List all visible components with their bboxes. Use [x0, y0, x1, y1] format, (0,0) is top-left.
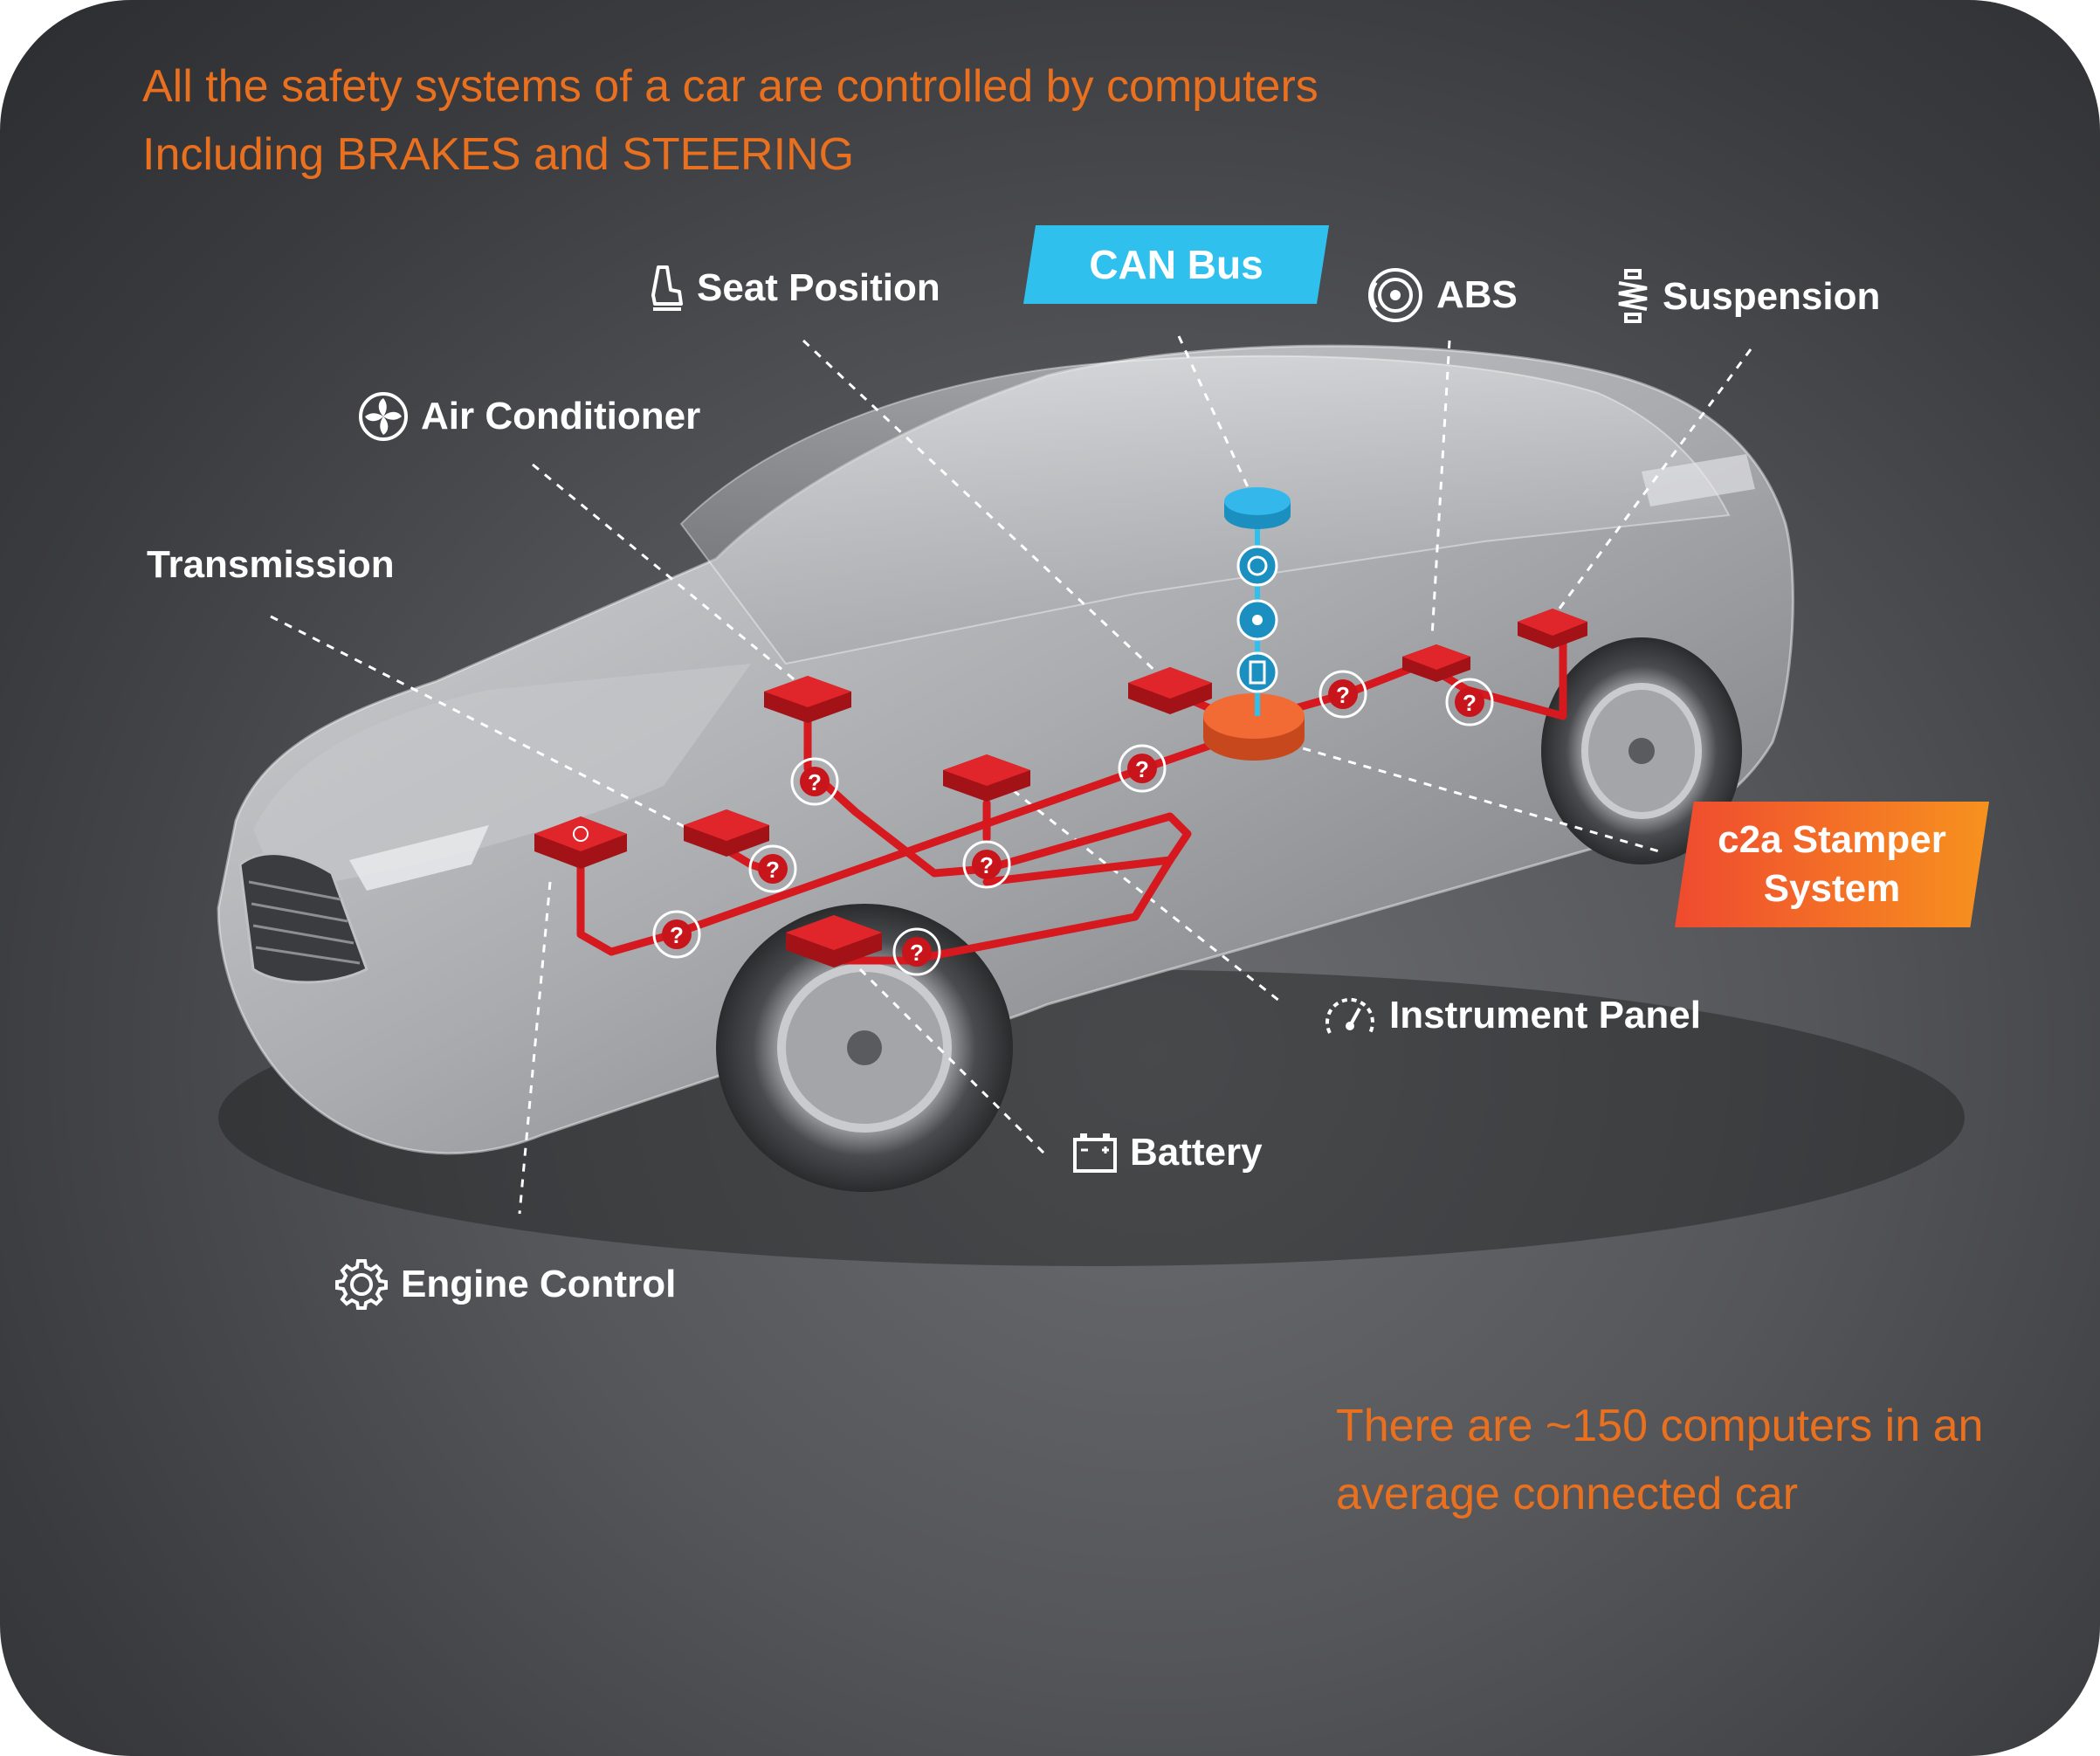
can-bus-stack [1224, 487, 1291, 716]
ecu-battery [786, 915, 882, 968]
svg-text:?: ? [980, 852, 994, 878]
svg-text:?: ? [670, 922, 684, 948]
leader-lines [270, 335, 1752, 1215]
rear-wheel [1541, 637, 1742, 864]
label-transmission: Transmission [147, 543, 395, 587]
abs-text: ABS [1436, 273, 1518, 316]
battery-icon [1073, 1133, 1117, 1173]
label-abs: ABS [1367, 266, 1518, 324]
gauge-icon [1325, 997, 1374, 1034]
ecu-suspension [1518, 609, 1587, 649]
label-air-conditioner: Air Conditioner [358, 391, 700, 442]
abs-brake-icon [1368, 268, 1422, 322]
svg-text:?: ? [766, 857, 780, 883]
front-wheel [716, 904, 1013, 1192]
seat-position-text: Seat Position [697, 266, 940, 309]
unknown-node: ? [1319, 670, 1367, 719]
unknown-node: ? [962, 840, 1011, 889]
ecu-transmission [684, 809, 769, 857]
top-caption-line-1: All the safety systems of a car are cont… [142, 61, 1319, 112]
right-headlight [1642, 454, 1755, 506]
fan-icon [359, 392, 408, 441]
can-bus-label: CAN Bus [1089, 242, 1263, 287]
top-caption: All the safety systems of a car are cont… [142, 52, 1319, 189]
car-hood [253, 664, 751, 891]
label-instrument-panel: Instrument Panel [1323, 991, 1701, 1040]
label-seat-position: Seat Position [648, 264, 940, 313]
engine-control-text: Engine Control [401, 1263, 677, 1305]
c2a-stamper-tag: c2a Stamper System [1675, 802, 1989, 927]
unknown-nodes: ? ? ? ? ? [652, 670, 1494, 976]
grille-slats [248, 880, 361, 965]
suspension-spring-icon [1618, 269, 1648, 323]
suspension-text: Suspension [1663, 275, 1881, 318]
svg-text:?: ? [808, 769, 822, 795]
unknown-node: ? [892, 927, 941, 976]
svg-text:?: ? [1336, 682, 1350, 708]
unknown-node: ? [652, 910, 701, 959]
unknown-node: ? [748, 844, 797, 893]
ecu-instrument-panel [943, 754, 1030, 802]
instrument-panel-text: Instrument Panel [1389, 994, 1701, 1036]
ecu-air-conditioner [764, 676, 851, 723]
unknown-node: ? [790, 757, 839, 806]
seat-icon [651, 265, 683, 311]
stamper-label-line-2: System [1763, 867, 1901, 910]
ecu-abs [1402, 644, 1470, 682]
battery-text: Battery [1130, 1131, 1263, 1174]
unknown-node: ? [1445, 678, 1494, 727]
ecu-engine-control [534, 816, 627, 869]
ecu-seat-position [1128, 667, 1212, 714]
label-suspension: Suspension [1615, 269, 1880, 325]
label-engine-control: Engine Control [334, 1257, 676, 1312]
car-glass [679, 355, 1731, 665]
svg-text:?: ? [1463, 690, 1477, 716]
left-headlight [349, 825, 489, 891]
top-caption-line-2: Including BRAKES and STEERING [142, 129, 855, 180]
air-conditioner-text: Air Conditioner [421, 395, 701, 437]
stamper-label-line-1: c2a Stamper [1718, 818, 1946, 861]
bottom-caption-line-1: There are ~150 computers in an [1336, 1401, 1984, 1451]
bottom-caption-line-2: average connected car [1336, 1469, 1799, 1519]
svg-text:?: ? [910, 940, 924, 966]
gear-icon [335, 1259, 388, 1310]
svg-text:?: ? [1135, 756, 1149, 782]
label-battery: Battery [1072, 1131, 1263, 1174]
unknown-node: ? [1118, 744, 1167, 793]
can-bus-tag: CAN Bus [1023, 225, 1329, 304]
transmission-text: Transmission [147, 543, 395, 586]
c2a-stamper-hub [1203, 693, 1305, 761]
bottom-caption: There are ~150 computers in an average c… [1336, 1392, 1983, 1528]
